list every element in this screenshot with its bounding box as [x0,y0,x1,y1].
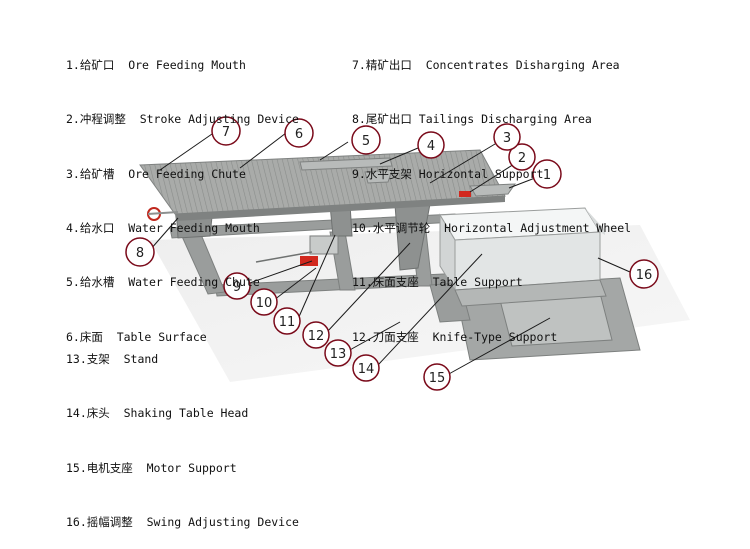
legend-item: 10.水平调节轮 Horizontal Adjustment Wheel [352,221,632,236]
callout-9: 9 [223,272,251,300]
shaking-table-illustration [139,132,690,382]
legend-item: 4.给水口 Water Feeding Mouth [66,221,260,236]
legend-top-left: 1.给矿口 Ore Feeding Mouth 2.冲程调整 Stroke Ad… [66,20,299,364]
callout-layer: 1 2 3 4 5 6 7 8 9 10 11 12 [125,116,659,391]
legend-item: 14.床头 Shaking Table Head [66,406,249,421]
callout-label: 9 [233,280,241,295]
callout-label: 8 [136,246,144,261]
legend-item: 11.床面支座 Table Support [352,275,523,290]
callout-label: 16 [636,268,653,283]
callout-label: 5 [362,134,370,149]
callout-label: 4 [427,139,435,154]
motor-support [454,279,607,307]
legend-item: 9.水平支架 Horizontal Support [352,166,544,181]
callout-label: 13 [330,347,347,362]
legend-item: 12.刀面支座 Knife-Type Support [352,329,558,344]
shaking-table-head [439,207,605,292]
legend-item: 16.摇幅调整 Swing Adjusting Device [66,515,299,530]
legend-bottom-left: 13.支架 Stand 14.床头 Shaking Table Head 15.… [66,314,299,549]
horizontal-adjustment-wheel [147,207,179,221]
callout-6: 6 [284,118,314,148]
legend-item: 8.尾矿出口 Tailings Discharging Area [352,112,592,127]
callout-label: 15 [429,371,446,386]
legend-item: 15.电机支座 Motor Support [66,460,237,475]
ore-feeding-chute [364,169,516,197]
legend-item: 3.给矿槽 Ore Feeding Chute [66,166,246,181]
callout-7: 7 [211,116,241,146]
legend-item: 1.给矿口 Ore Feeding Mouth [66,58,246,73]
ore-feeding-mouth-accent [459,191,471,197]
leader-lines [149,132,631,376]
callout-label: 7 [222,125,230,140]
callout-5: 5 [351,125,381,155]
callout-label: 10 [256,296,273,311]
callout-label: 12 [308,329,325,344]
callout-13: 13 [324,339,352,367]
callout-14: 14 [352,354,380,382]
legend-item: 7.精矿出口 Concentrates Disharging Area [352,58,620,73]
callout-11: 11 [273,307,301,335]
water-feeding-chute [299,157,393,171]
callout-2: 2 [508,143,536,171]
callout-label: 1 [543,168,551,183]
legend-item: 6.床面 Table Surface [66,329,207,344]
callout-label: 2 [518,151,526,166]
callout-label: 11 [279,315,296,330]
callout-10: 10 [250,288,278,316]
callout-15: 15 [423,363,451,391]
legend-item: 13.支架 Stand [66,352,159,367]
callout-3: 3 [493,123,521,151]
callout-12: 12 [302,321,330,349]
horizontal-support [255,235,339,266]
callout-label: 3 [503,131,511,146]
callout-1: 1 [532,159,562,189]
callout-label: 6 [295,127,303,142]
table-edge [175,196,505,221]
legend-top-right: 7.精矿出口 Concentrates Disharging Area 8.尾矿… [352,20,631,364]
legend-item: 5.给水槽 Water Feeding Chute [66,275,260,290]
callout-8: 8 [125,237,155,267]
callout-16: 16 [629,259,659,289]
legend-item: 2.冲程调整 Stroke Adjusting Device [66,112,299,127]
callout-4: 4 [417,131,445,159]
callout-label: 14 [358,362,375,377]
